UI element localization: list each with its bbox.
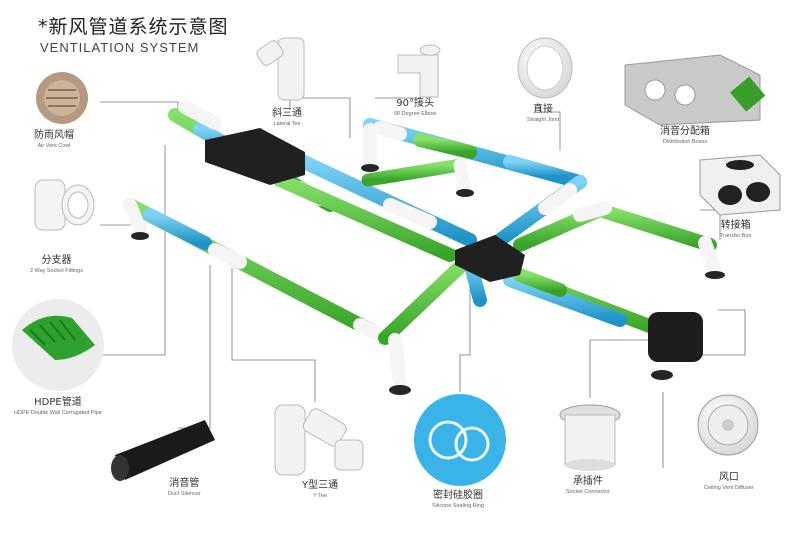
label-en: 90 Degree Elbow bbox=[394, 111, 437, 117]
lateral-tee-icon bbox=[256, 37, 305, 101]
socket-connector-icon bbox=[559, 404, 621, 471]
label-en: Transfer Box bbox=[720, 233, 752, 239]
label-en: Silicone Sealing Ring bbox=[432, 503, 484, 509]
duct-silencer-icon bbox=[111, 420, 215, 481]
label-cn: 风口 bbox=[718, 472, 739, 483]
label-cn: 消音管 bbox=[169, 478, 200, 489]
label-air-vent-cowl: 防雨风帽 Air Vent Cowl bbox=[34, 130, 74, 150]
label-elbow-90: 90°接头 90 Degree Elbow bbox=[394, 98, 436, 118]
label-en: Lateral Tee bbox=[273, 121, 301, 127]
floor-vents bbox=[131, 164, 725, 395]
elbow-icon bbox=[397, 44, 441, 98]
label-cn: 密封硅胶圈 bbox=[432, 490, 483, 501]
label-cn: 斜三通 bbox=[272, 108, 302, 119]
label-duct-silencer: 消音管 Duct Silencer bbox=[168, 478, 201, 498]
label-en: Socket Connector bbox=[566, 489, 610, 495]
label-socket-connector: 承插件 Socket Connector bbox=[566, 476, 610, 496]
label-two-way-socket: 分支器 2 Way Socket Fittings bbox=[30, 255, 83, 275]
title-english: VENTILATION SYSTEM bbox=[40, 40, 200, 55]
label-ceiling-diffuser: 风口 Ceiling Vent Diffuser bbox=[704, 472, 754, 492]
sealing-ring-icon bbox=[414, 394, 506, 486]
label-cn: 防雨风帽 bbox=[34, 130, 74, 141]
label-cn: Y型三通 bbox=[302, 480, 339, 491]
label-straight-joint: 直接 Straight Joint bbox=[527, 104, 559, 124]
label-hdpe-pipe: HDPE管道 HDPE Double Wall Corrugated Pipe bbox=[14, 397, 102, 417]
label-lateral-tee: 斜三通 Lateral Tee bbox=[272, 108, 302, 128]
label-distribution-boxes: 消音分配箱 Distribution Boxes bbox=[660, 126, 710, 146]
title-chinese: *新风管道系统示意图 bbox=[38, 16, 229, 38]
label-cn: 直接 bbox=[533, 104, 554, 115]
label-y-tee: Y型三通 Y Tee bbox=[302, 480, 338, 500]
label-cn: 承插件 bbox=[572, 476, 603, 487]
label-en: Straight Joint bbox=[527, 117, 560, 123]
label-en: HDPE Double Wall Corrugated Pipe bbox=[14, 410, 102, 416]
label-en: Duct Silencer bbox=[168, 491, 201, 497]
straight-joint-icon bbox=[517, 37, 573, 99]
label-silicone-ring: 密封硅胶圈 Silicone Sealing Ring bbox=[432, 490, 484, 510]
socket-fitting-icon bbox=[34, 179, 95, 231]
label-cn: 消音分配箱 bbox=[660, 126, 710, 137]
label-transfer-box: 转接箱 Transfer Box bbox=[720, 220, 751, 240]
corrugated-pipe-icon bbox=[12, 299, 104, 391]
leader-lines bbox=[95, 97, 746, 468]
label-en: Y Tee bbox=[313, 493, 327, 499]
label-cn: HDPE管道 bbox=[34, 397, 82, 408]
label-cn: 分支器 bbox=[41, 255, 72, 266]
vent-cowl-icon bbox=[36, 72, 88, 124]
label-en: Ceiling Vent Diffuser bbox=[704, 485, 754, 491]
transfer-box-icon bbox=[699, 154, 781, 216]
label-en: 2 Way Socket Fittings bbox=[30, 268, 83, 274]
transfer-boxes bbox=[205, 128, 703, 362]
label-cn: 90°接头 bbox=[396, 98, 434, 109]
label-en: Distribution Boxes bbox=[662, 139, 708, 145]
y-tee-icon bbox=[274, 404, 364, 476]
diffuser-icon bbox=[697, 394, 759, 456]
label-en: Air Vent Cowl bbox=[37, 143, 71, 149]
distribution-box-icon bbox=[624, 54, 766, 126]
label-cn: 转接箱 bbox=[720, 220, 751, 231]
